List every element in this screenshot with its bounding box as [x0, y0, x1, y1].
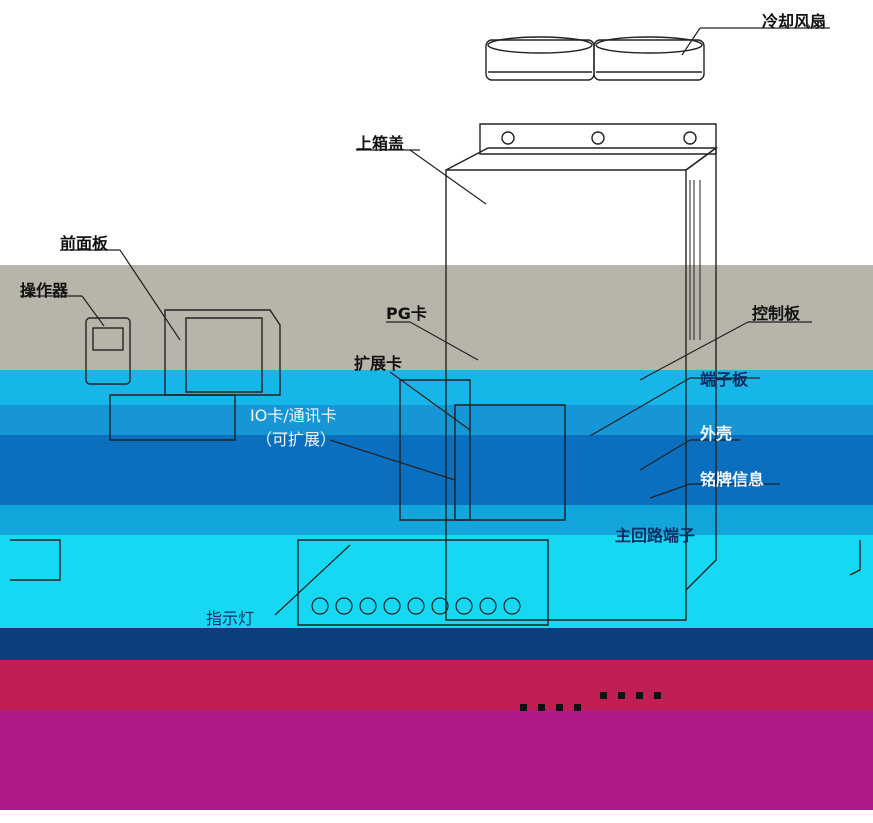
label-top-cover: 上箱盖 [356, 134, 405, 153]
bottom-white-strip [0, 810, 873, 823]
label-terminal-board: 端子板 [700, 370, 749, 389]
label-nameplate: 铭牌信息 [700, 470, 765, 489]
label-operator: 操作器 [20, 281, 69, 300]
label-main-terminal: 主回路端子 [615, 526, 696, 545]
gray-band [0, 265, 873, 385]
label-expandable: （可扩展） [256, 430, 337, 449]
label-front-panel: 前面板 [60, 234, 109, 253]
label-housing: 外壳 [700, 424, 733, 443]
blue-band-2 [0, 435, 873, 505]
cooling-fan-icon [485, 36, 705, 81]
cyan-band-3 [0, 535, 873, 630]
magenta-band [0, 710, 873, 810]
label-pg-card: PG卡 [386, 304, 427, 323]
label-expansion-card: 扩展卡 [354, 354, 403, 373]
cyan-band-1 [0, 370, 873, 410]
label-cooling-fan: 冷却风扇 [762, 12, 827, 31]
label-io-card: IO卡/通讯卡 [250, 406, 337, 425]
label-control-board: 控制板 [752, 304, 801, 323]
navy-band [0, 628, 873, 660]
crimson-band [0, 660, 873, 710]
label-indicator: 指示灯 [206, 609, 255, 628]
blue-band-1 [0, 405, 873, 435]
